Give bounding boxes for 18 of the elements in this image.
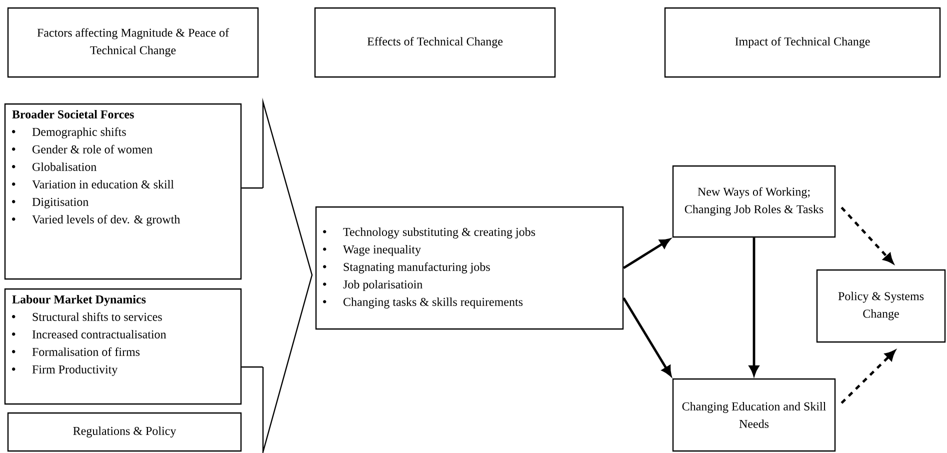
- bullet-list-box: Labour Market Dynamics Structural shifts to services Increased contractualisation Formalisation of firms Firm Productivity: [4, 288, 242, 405]
- text-box: Changing Education and Skill Needs: [672, 378, 836, 452]
- text-box: Factors affecting Magnitude & Peace of Technical Change: [7, 7, 259, 78]
- chevron-shape: [262, 98, 313, 453]
- bullet-list-box: Technology substituting & creating jobs Wage inequality Stagnating manufacturing jobs Job polarisatioin Changing tasks & skills requirements: [315, 206, 624, 330]
- text-box: New Ways of Working; Changing Job Roles & Tasks: [672, 165, 836, 238]
- bullet-list-box: Broader Societal Forces Demographic shifts Gender & role of women Globalisation Variation in education & skill Digitisation Varied levels of dev. & growth: [4, 103, 242, 280]
- text-box: Impact of Technical Change: [664, 7, 941, 78]
- connector-line: [242, 187, 263, 189]
- arrow: [622, 238, 670, 270]
- text-box: Policy & Systems Change: [816, 269, 946, 343]
- text-box: Effects of Technical Change: [314, 7, 556, 78]
- text-box: Regulations & Policy: [7, 412, 242, 452]
- arrow: [840, 206, 894, 264]
- arrow: [749, 238, 759, 376]
- connector-line: [242, 366, 263, 368]
- arrow: [840, 350, 896, 404]
- arrow: [622, 297, 672, 376]
